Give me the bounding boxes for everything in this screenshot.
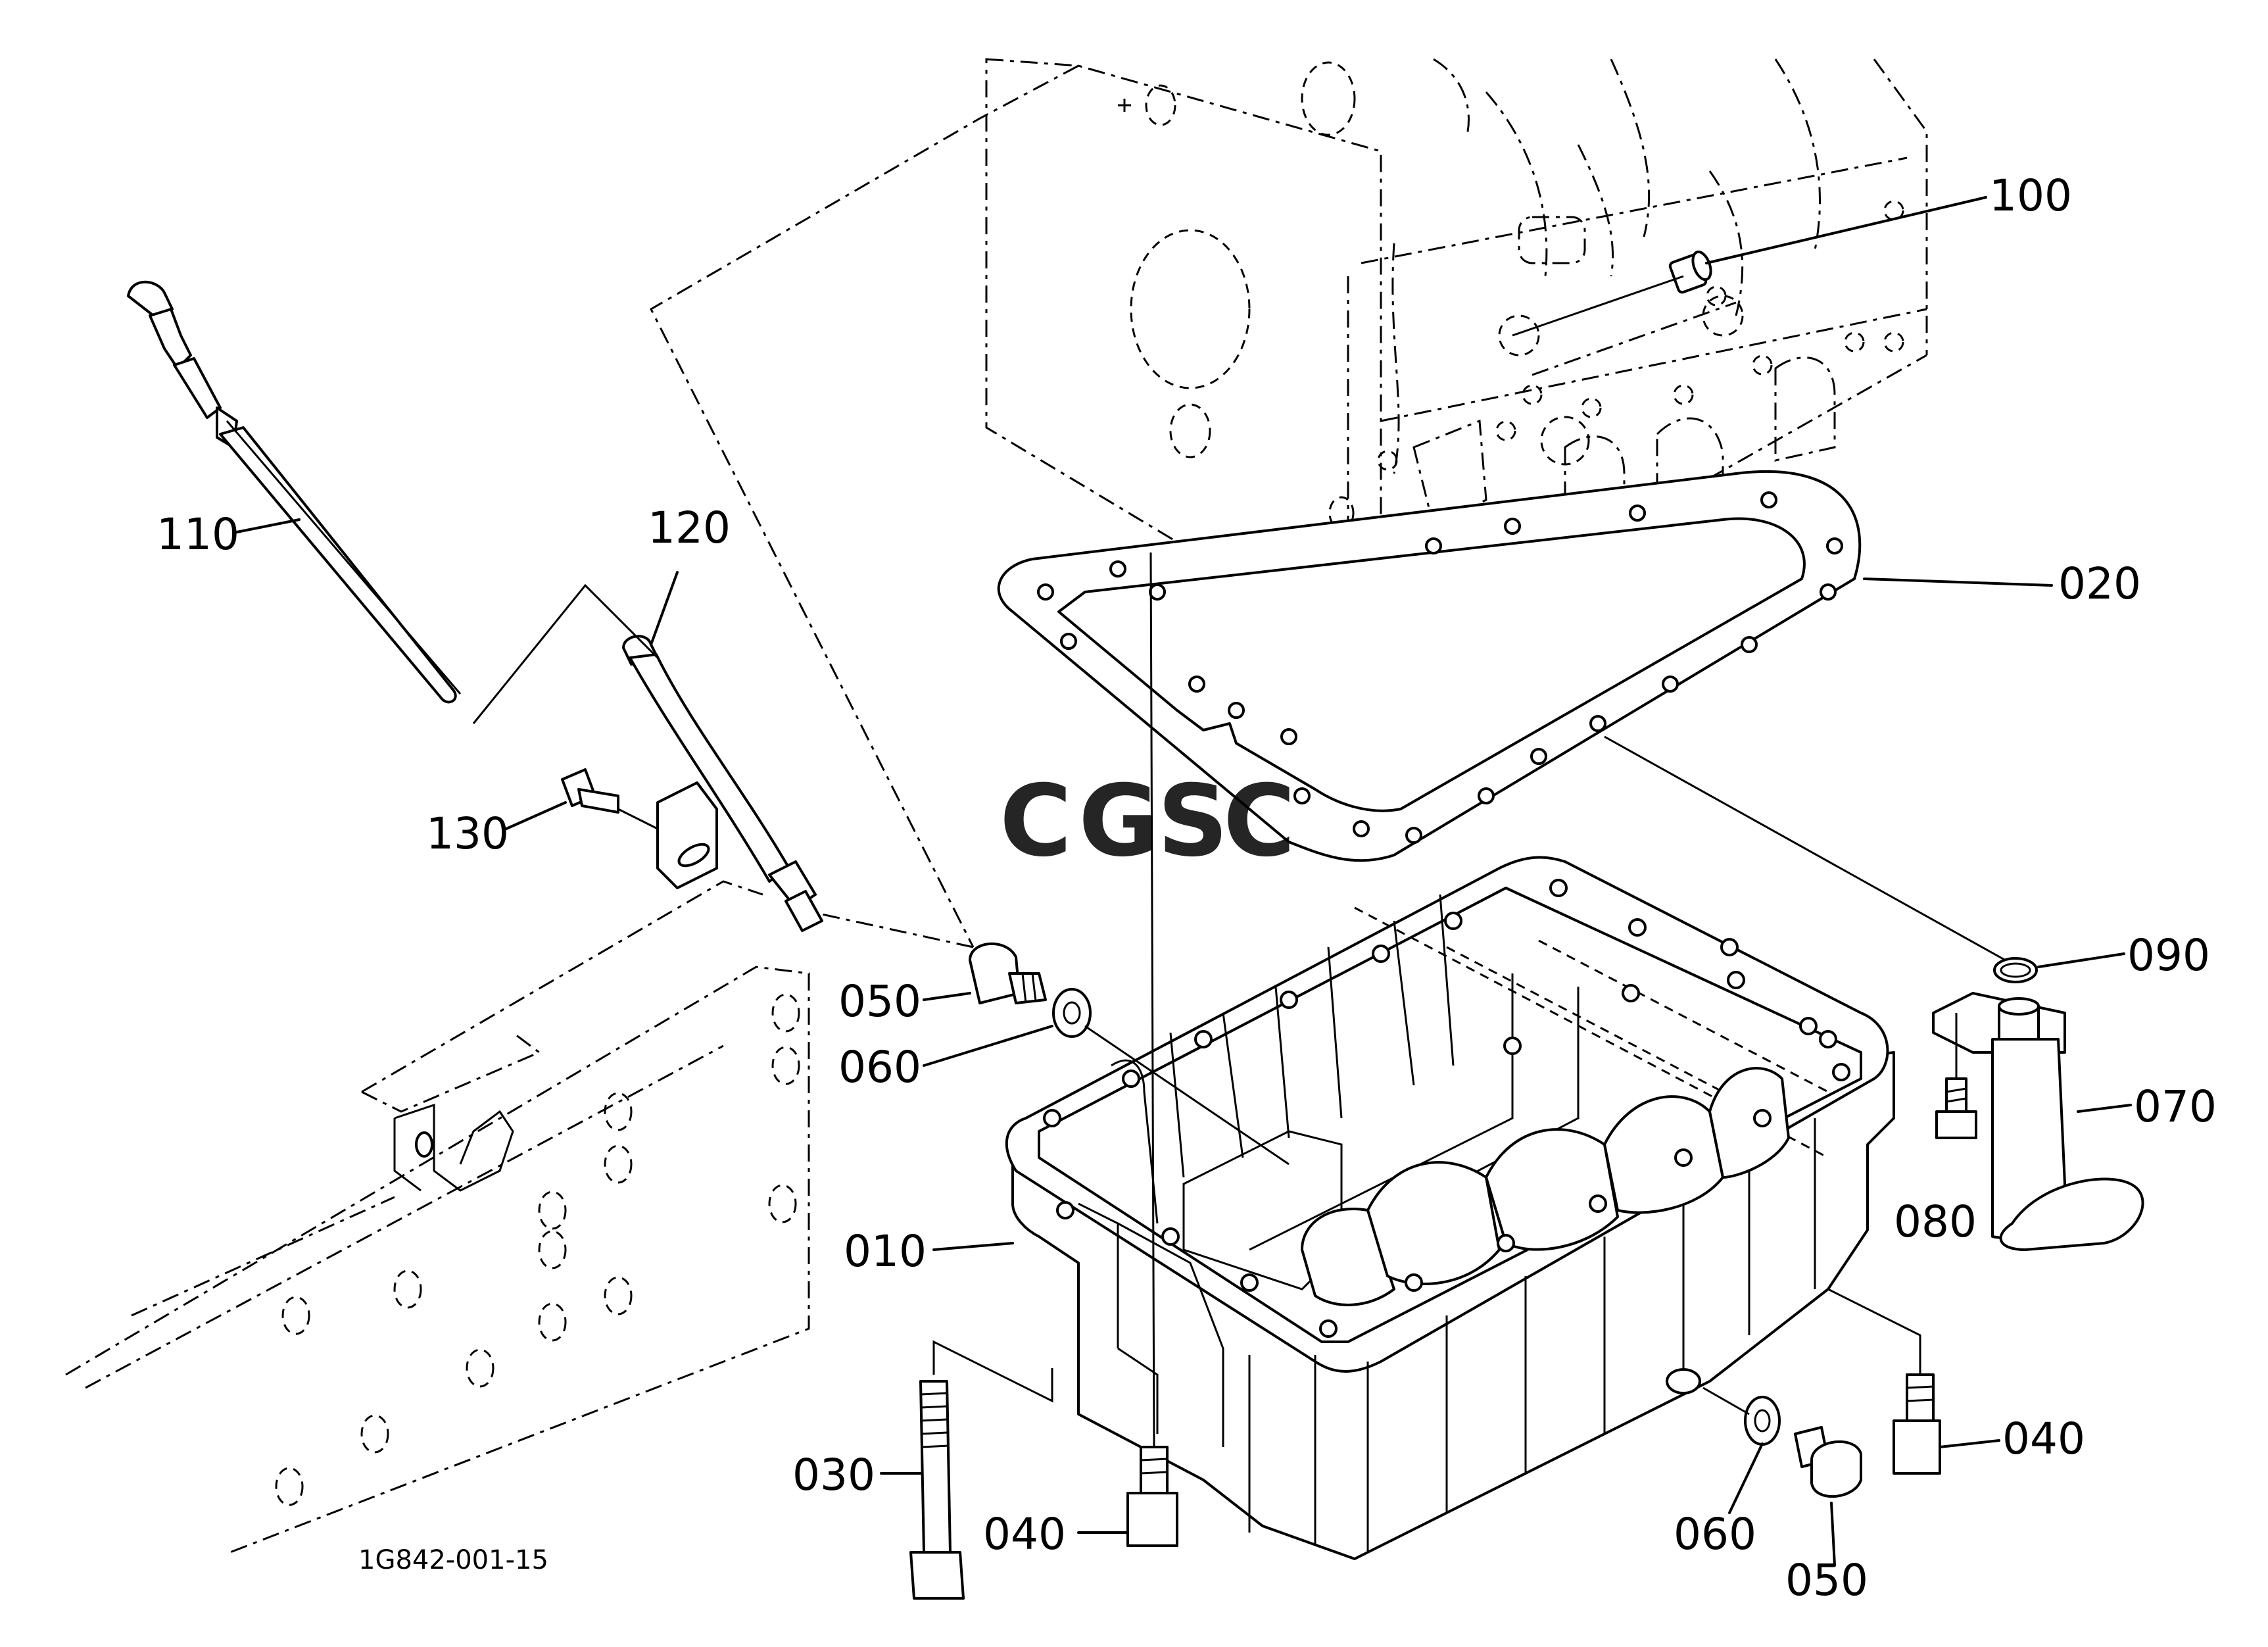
- watermark-letter-s: S: [1157, 764, 1228, 879]
- callout-010: 010: [844, 1226, 927, 1277]
- callout-070: 070: [2134, 1081, 2217, 1132]
- part-050-drain-plug-lower: [1794, 1426, 1862, 1567]
- callout-100: 100: [1989, 170, 2072, 221]
- callout-020: 020: [2058, 558, 2141, 609]
- part-060-washer-lower: [1702, 1387, 1781, 1514]
- drawing-code: 1G842-001-15: [358, 1545, 548, 1575]
- watermark-letter-c2: C: [1223, 764, 1295, 879]
- part-100-plug: [1512, 196, 1987, 337]
- cgsc-watermark-logo: C G S C: [1000, 764, 1295, 879]
- part-080-bolt: [1935, 1013, 1977, 1139]
- frame-rail-outline: [65, 880, 810, 1554]
- callout-080: 080: [1894, 1196, 1977, 1247]
- part-030-stud-bolt: [880, 1340, 1053, 1600]
- callout-110: 110: [157, 509, 239, 560]
- callout-030: 030: [792, 1450, 875, 1500]
- callout-050-lower: 050: [1785, 1555, 1868, 1606]
- part-050-drain-plug-upper: [923, 942, 1047, 1004]
- part-020-gasket: [997, 470, 2053, 862]
- part-120-dipstick-guide: [472, 571, 823, 932]
- part-010-oil-pan: [932, 856, 1895, 1560]
- part-040-bolt-lower-middle: [1077, 552, 1178, 1547]
- callout-060-upper: 060: [838, 1042, 921, 1093]
- callout-050-upper: 050: [838, 976, 921, 1027]
- part-070-oil-strainer: [1932, 992, 2144, 1251]
- part-040-bolt-right: [1827, 1288, 2000, 1475]
- callout-060-lower: 060: [1674, 1509, 1756, 1560]
- callout-040-right: 040: [2002, 1413, 2085, 1464]
- watermark-letter-g: G: [1078, 764, 1159, 879]
- watermark-letter-c1: C: [1000, 764, 1072, 879]
- part-090-o-ring: [1604, 735, 2125, 983]
- callout-120: 120: [648, 503, 731, 553]
- part-110-dipstick: [127, 280, 462, 704]
- part-060-washer-upper: [923, 988, 1290, 1166]
- callout-130: 130: [426, 808, 509, 859]
- callout-040-lower: 040: [983, 1509, 1066, 1560]
- part-130-bolt-bracket: [505, 768, 718, 889]
- callout-090: 090: [2127, 930, 2210, 981]
- callout-labels: 100 110 120 020 130 090 050 060 070 080 …: [157, 170, 2217, 1606]
